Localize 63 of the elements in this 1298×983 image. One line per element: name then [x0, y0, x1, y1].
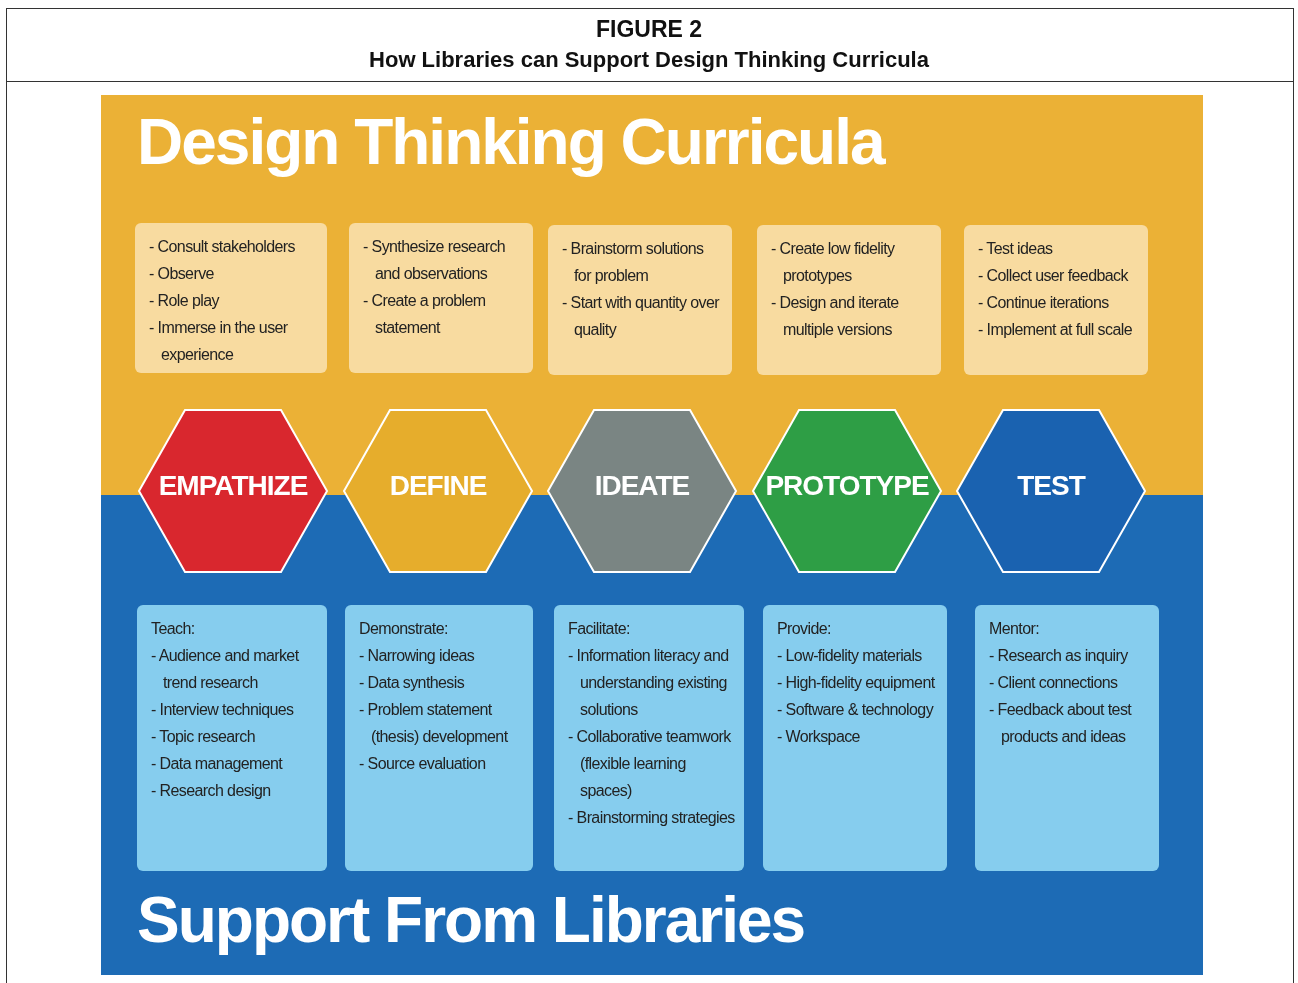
info-card	[975, 605, 1159, 871]
info-card	[554, 605, 744, 871]
list-item: - Problem statement (thesis) development	[359, 700, 509, 747]
list-item: - Implement at full scale	[978, 320, 1133, 340]
info-card	[964, 225, 1148, 375]
card-heading: Provide:	[777, 619, 832, 639]
stage-hexagon	[955, 408, 1147, 574]
info-card	[137, 605, 327, 871]
card-heading: Facilitate:	[568, 619, 631, 639]
stage-label: TEST	[1016, 470, 1087, 502]
list-item: - Data synthesis	[359, 673, 466, 693]
list-item: - Continue iterations	[978, 293, 1110, 313]
stage-hexagon	[546, 408, 738, 574]
list-item: - Synthesize research and observations	[363, 237, 507, 284]
figure-title: FIGURE 2	[594, 16, 704, 43]
band-heading: Support From Libraries	[137, 883, 805, 957]
list-item: - Brainstorm solutions for problem	[562, 239, 705, 286]
card-heading: Mentor:	[989, 619, 1041, 639]
list-item: - Topic research	[151, 727, 256, 747]
list-item: - Workspace	[777, 727, 861, 747]
info-card	[757, 225, 941, 375]
info-card	[763, 605, 947, 871]
list-item: - Feedback about test products and ideas	[989, 700, 1133, 747]
list-item: - Audience and market trend research	[151, 646, 300, 693]
list-item: - Information literacy and understanding existing solutions	[568, 646, 730, 720]
list-item: - Interview techniques	[151, 700, 295, 720]
list-item: - Collaborative teamwork (flexible learning spaces)	[568, 727, 732, 801]
list-item: - Immerse in the user experience	[149, 318, 289, 365]
list-item: - Research as inquiry	[989, 646, 1129, 666]
stage-label: IDEATE	[593, 470, 691, 502]
list-item: - High-fidelity equipment	[777, 673, 936, 693]
stage-hexagon	[137, 408, 329, 574]
background-band	[101, 495, 1203, 975]
list-item: - Source evaluation	[359, 754, 487, 774]
list-item: - Narrowing ideas	[359, 646, 476, 666]
list-item: - Create low fidelity prototypes	[771, 239, 896, 286]
info-card	[548, 225, 732, 375]
list-item: - Test ideas	[978, 239, 1054, 259]
list-item: - Role play	[149, 291, 221, 311]
info-card	[349, 223, 533, 373]
list-item: - Software & technology	[777, 700, 935, 720]
list-item: - Consult stakeholders	[149, 237, 296, 257]
list-item: - Observe	[149, 264, 215, 284]
card-heading: Teach:	[151, 619, 196, 639]
stage-label: PROTOTYPE	[764, 470, 930, 502]
list-item: - Research design	[151, 781, 272, 801]
figure-caption: How Libraries can Support Design Thinking Curricula	[368, 47, 930, 73]
list-item: - Low-fidelity materials	[777, 646, 923, 666]
info-card	[345, 605, 533, 871]
info-card	[135, 223, 327, 373]
list-item: - Collect user feedback	[978, 266, 1130, 286]
card-heading: Demonstrate:	[359, 619, 449, 639]
list-item: - Design and iterate multiple versions	[771, 293, 900, 340]
list-item: - Create a problem statement	[363, 291, 487, 338]
list-item: - Brainstorming strategies	[568, 808, 736, 828]
stage-hexagon	[751, 408, 943, 574]
stage-label: DEFINE	[388, 470, 488, 502]
band-heading: Design Thinking Curricula	[137, 105, 884, 179]
list-item: - Data management	[151, 754, 284, 774]
stage-label: EMPATHIZE	[157, 470, 309, 502]
list-item: - Start with quantity over quality	[562, 293, 721, 340]
stage-hexagon	[342, 408, 534, 574]
list-item: - Client connections	[989, 673, 1119, 693]
